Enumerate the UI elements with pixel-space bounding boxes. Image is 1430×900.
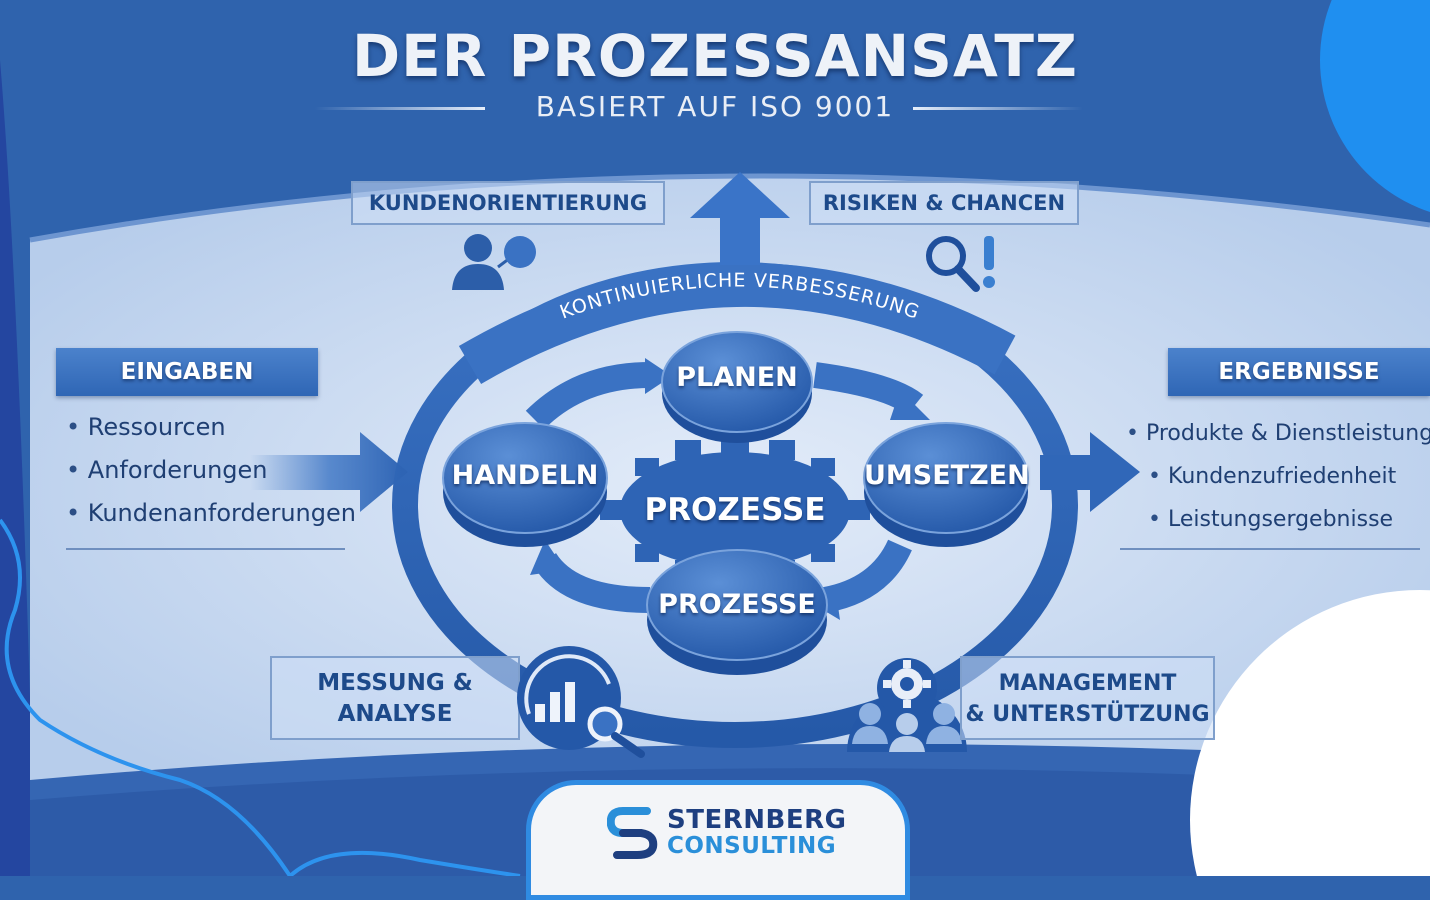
inputs-item: Anforderungen (66, 449, 356, 492)
inputs-item: Kundenanforderungen (66, 492, 356, 535)
page-subtitle: BASIERT AUF ISO 9001 (535, 90, 895, 123)
person-speech-icon (452, 234, 536, 290)
measurement-line1: MESSUNG & (317, 670, 473, 696)
page-title: DER PROZESSANSATZ (352, 22, 1078, 90)
background-art (0, 0, 1430, 876)
management-line1: MANAGEMENT (998, 671, 1177, 696)
continuous-improvement-label: KONTINUIERLICHE VERBESSERUNG (557, 269, 922, 323)
measurement-line2: ANALYSE (337, 701, 453, 727)
sternberg-s-logo-icon (607, 807, 658, 859)
inputs-list: Ressourcen Anforderungen Kundenanforderu… (66, 406, 356, 535)
step-do: UMSETZEN (864, 460, 1030, 491)
inputs-heading: EINGABEN (56, 348, 318, 396)
step-plan: PLANEN (676, 362, 798, 393)
management-line2: & UNTERSTÜTZUNG (965, 702, 1210, 727)
outputs-item: Produkte & Dienstleistungen (1126, 412, 1430, 455)
company-logo: STERNBERG CONSULTING (526, 780, 910, 900)
subtitle-rule-right (913, 107, 1083, 110)
label-risks-opportunities: RISIKEN & CHANCEN (809, 181, 1079, 225)
center-gear-label: PROZESSE (644, 492, 826, 528)
subtitle-rule-left (315, 107, 485, 110)
outputs-item: Kundenzufriedenheit (1126, 455, 1430, 498)
gear-people-icon (847, 658, 967, 752)
svg-text:KONTINUIERLICHE VERBESSERUNG: KONTINUIERLICHE VERBESSERUNG (557, 269, 923, 323)
magnifier-exclamation-icon (926, 236, 995, 292)
label-measurement-analysis: MESSUNG & ANALYSE (270, 656, 520, 740)
outputs-list: Produkte & Dienstleistungen Kundenzufrie… (1126, 412, 1430, 541)
step-act: HANDELN (451, 460, 599, 491)
label-customer-focus: KUNDENORIENTIERUNG (351, 181, 665, 225)
logo-line2: CONSULTING (667, 833, 837, 859)
continuous-improvement-arc: KONTINUIERLICHE VERBESSERUNG (557, 269, 923, 323)
label-management-support: MANAGEMENT & UNTERSTÜTZUNG (960, 656, 1215, 740)
outputs-heading: ERGEBNISSE (1168, 348, 1430, 396)
bar-chart-magnifier-icon (517, 646, 645, 758)
outputs-item: Leistungsergebnisse (1126, 498, 1430, 541)
logo-line1: STERNBERG (667, 805, 847, 835)
inputs-item: Ressourcen (66, 406, 356, 449)
step-processes: PROZESSE (658, 589, 816, 620)
